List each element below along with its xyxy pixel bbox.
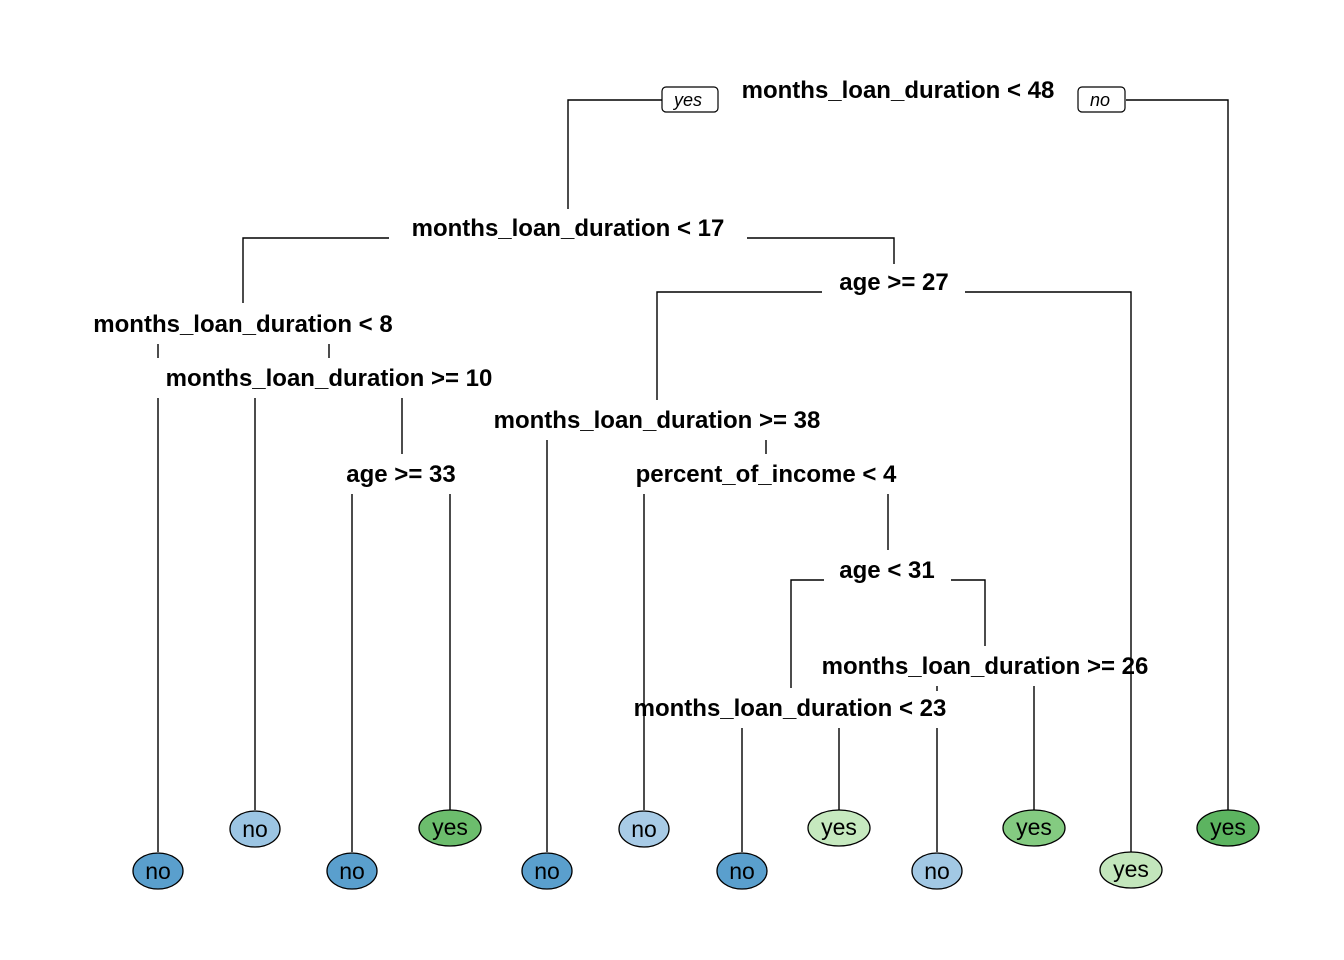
leaf-ellipse (132, 852, 184, 890)
leaf-ellipse (1002, 809, 1066, 847)
split-node-7: age >= 33 (346, 461, 455, 488)
split-nodes: months_loan_duration < 48 months_loan_du… (93, 77, 1148, 722)
edge-s3-left (656, 291, 822, 400)
leaf-node-2: no (229, 810, 281, 848)
leaf-ellipse (716, 852, 768, 890)
leaf-label: no (631, 816, 657, 842)
edge-root-left (567, 99, 662, 209)
leaf-node-6: no (618, 810, 670, 848)
leaf-ellipse (1196, 809, 1260, 847)
leaf-node-4: yes (418, 809, 482, 847)
leaf-node-3: no (326, 852, 378, 890)
leaf-label: yes (1113, 856, 1149, 882)
leaf-node-9: no (911, 852, 963, 890)
edge-s9-left (790, 579, 824, 688)
leaf-node-5: no (521, 852, 573, 890)
yes-label-box (661, 86, 719, 113)
leaf-ellipse (326, 852, 378, 890)
split-node-6: months_loan_duration >= 38 (494, 407, 821, 434)
yes-edge-label: yes (672, 90, 702, 110)
leaf-node-10: yes (1002, 809, 1066, 847)
leaf-node-1: no (132, 852, 184, 890)
split-node-11: months_loan_duration < 23 (634, 695, 947, 722)
leaf-ellipse (1099, 851, 1163, 889)
split-node-10: months_loan_duration >= 26 (822, 653, 1149, 680)
no-edge-label: no (1090, 90, 1110, 110)
split-node-1: months_loan_duration < 48 (742, 77, 1055, 104)
leaf-ellipse (418, 809, 482, 847)
split-node-3: age >= 27 (839, 269, 948, 296)
leaf-label: yes (432, 814, 468, 840)
edge-s2-right (747, 237, 895, 264)
edge-root-right (1126, 99, 1229, 810)
leaf-ellipse (229, 810, 281, 848)
root-edge-labels: yes no (661, 86, 1126, 113)
tree-connectors (157, 99, 1229, 852)
split-node-5: months_loan_duration >= 10 (166, 365, 493, 392)
split-node-8: percent_of_income < 4 (636, 461, 897, 488)
leaf-ellipse (807, 809, 871, 847)
leaf-label: no (145, 858, 171, 884)
leaf-label: yes (1016, 814, 1052, 840)
leaf-nodes: no no no yes no no no yes (132, 809, 1260, 890)
leaf-ellipse (618, 810, 670, 848)
leaf-label: yes (821, 814, 857, 840)
edge-s2-left (242, 237, 389, 303)
leaf-label: no (534, 858, 560, 884)
edge-s3-right (965, 291, 1132, 852)
leaf-node-11: yes (1099, 851, 1163, 889)
leaf-label: no (339, 858, 365, 884)
leaf-ellipse (521, 852, 573, 890)
leaf-node-7: no (716, 852, 768, 890)
leaf-label: no (242, 816, 268, 842)
leaf-ellipse (911, 852, 963, 890)
split-node-9: age < 31 (839, 557, 934, 584)
leaf-label: no (924, 858, 950, 884)
edge-s9-right (951, 579, 986, 646)
split-node-4: months_loan_duration < 8 (93, 311, 392, 338)
leaf-label: no (729, 858, 755, 884)
leaf-label: yes (1210, 814, 1246, 840)
no-label-box (1077, 86, 1126, 113)
leaf-node-8: yes (807, 809, 871, 847)
split-node-2: months_loan_duration < 17 (412, 215, 725, 242)
leaf-node-12: yes (1196, 809, 1260, 847)
